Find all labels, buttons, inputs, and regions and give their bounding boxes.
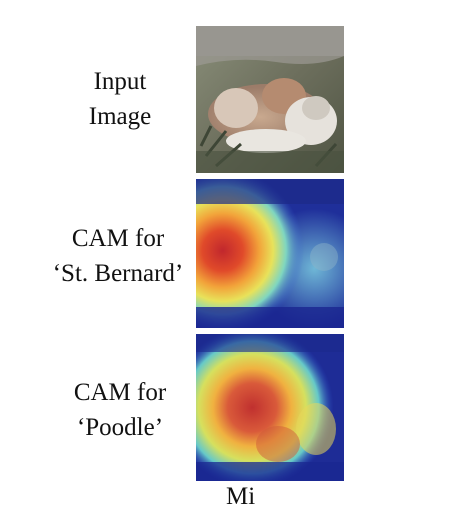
cam-poodle-heatmap [196,334,344,481]
label-line-1: CAM for [73,379,167,406]
label-line-1: CAM for [71,225,165,252]
cam-st-bernard-heatmap [196,179,344,328]
row-label-cam-poodle: CAM for ‘Poodle’ [68,375,172,445]
row-label-cam-st-bernard: CAM for ‘St. Bernard’ [38,221,198,291]
label-line-1: Input [93,68,147,95]
row-label-input-image: Input Image [70,64,170,134]
label-line-2: Image [88,103,152,130]
label-line-2: ‘Poodle’ [76,414,164,441]
label-line-2: ‘St. Bernard’ [52,260,184,287]
input-image-panel [196,26,344,173]
cropped-caption-text: Mi [226,483,256,510]
